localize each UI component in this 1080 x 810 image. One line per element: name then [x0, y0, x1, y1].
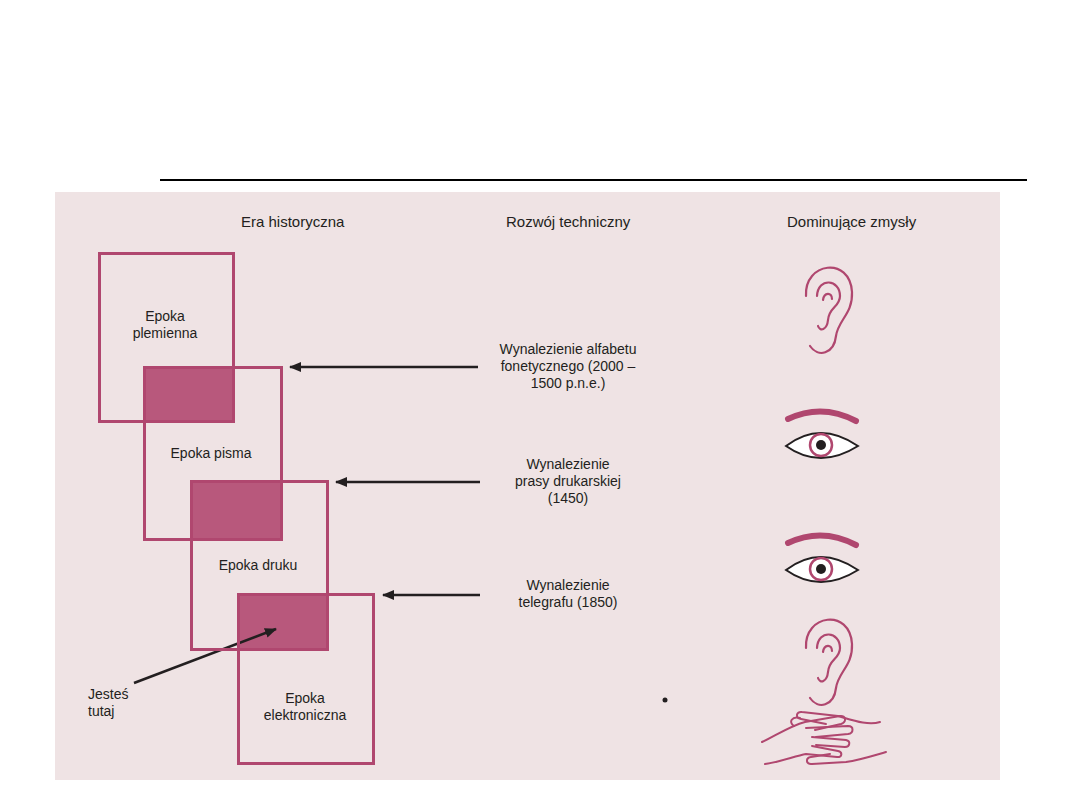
column-heading: Rozwój techniczny — [506, 213, 630, 231]
eye-icon-part — [816, 564, 826, 574]
ear-icon — [806, 620, 852, 705]
ear-icon-part — [823, 646, 832, 652]
era-name: Epoka plemienna — [117, 308, 213, 342]
eye-icon — [786, 535, 858, 582]
era-name: Epoka druku — [210, 557, 306, 574]
ear-icon-part — [817, 282, 840, 329]
pointer-arrow-part — [383, 594, 480, 597]
eye-icon-part — [786, 433, 858, 458]
eye-icon-part — [788, 411, 856, 421]
eye-icon-part — [816, 440, 826, 450]
page-ground — [55, 192, 1000, 780]
pointer-arrow-part — [336, 481, 480, 484]
ear-icon-part — [806, 620, 852, 705]
rule-line — [160, 179, 1027, 181]
overlap-fill-part — [190, 480, 280, 538]
overlap-fill-part — [143, 366, 232, 420]
eye-icon-part — [786, 557, 858, 582]
pointer-arrow — [134, 367, 480, 683]
eye-icon — [786, 411, 858, 458]
callout-label: Jesteś tutaj — [88, 686, 142, 720]
invention-label: Wynalezienie telegrafu (1850) — [508, 577, 628, 611]
ear-icon-part — [823, 294, 832, 300]
eye-icon-part — [788, 535, 856, 545]
ear-icon-part — [817, 634, 840, 681]
pointer-arrow-part — [134, 629, 276, 683]
era-box: Epoka plemienna — [98, 252, 235, 423]
column-heading: Dominujące zmysły — [787, 213, 916, 231]
hands-icon-part — [806, 726, 853, 737]
era-name: Epoka pisma — [163, 445, 259, 462]
hands-icon-part — [791, 718, 800, 726]
invention-label: Wynalezienie alfabetu fonetycznego (2000… — [493, 341, 643, 391]
hands-icon-part — [812, 737, 849, 747]
era-box: Epoka druku — [190, 480, 329, 651]
ear-icon — [806, 268, 852, 353]
pointer-arrow-part — [290, 366, 478, 369]
era-name: Epoka elektroniczna — [257, 690, 353, 724]
era-box: Epoka pisma — [143, 366, 283, 541]
invention-label: Wynalezienie prasy drukarskiej (1450) — [508, 456, 628, 506]
hands-icon-part — [797, 712, 880, 724]
ear-icon-part — [806, 268, 852, 353]
dot — [663, 698, 668, 703]
era-box: Epoka elektroniczna — [237, 593, 375, 765]
eye-icon-part — [810, 434, 832, 456]
hands-icon-part — [807, 752, 886, 764]
hands-icon — [762, 712, 886, 764]
eye-icon-part — [810, 558, 832, 580]
column-heading: Era historyczna — [241, 213, 344, 231]
